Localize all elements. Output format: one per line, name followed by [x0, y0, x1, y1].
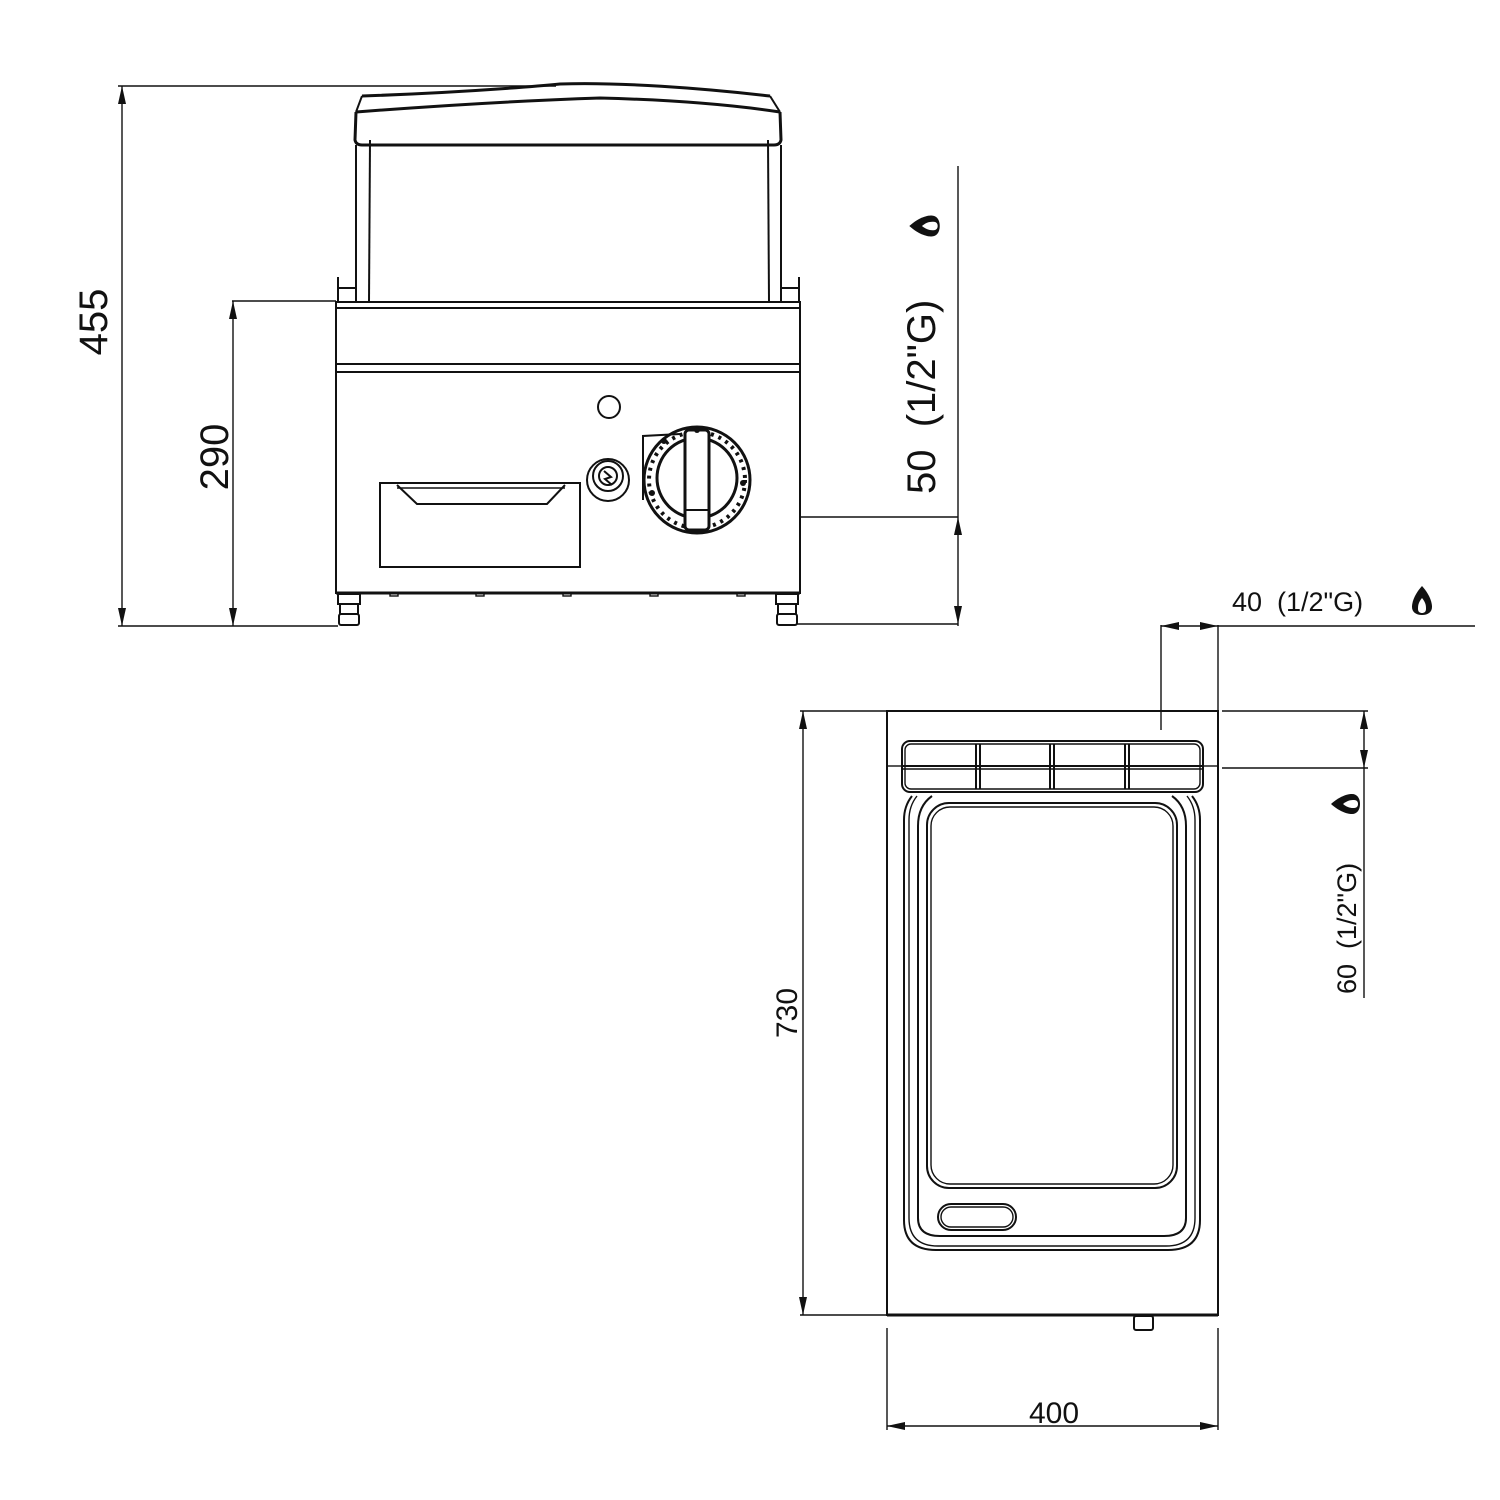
dimension-body-height: 290 [193, 300, 336, 626]
flame-icon [1331, 794, 1360, 814]
splash-guard-grid [901, 740, 1204, 793]
dimension-gas-inlet-height: 50 (1/2"G) [797, 166, 962, 626]
dimension-width: 400 [886, 1328, 1219, 1430]
griddle-plate [335, 301, 801, 373]
cooking-plate [903, 795, 1201, 1251]
dimension-gas-inlet-rear: 60 (1/2"G) [1222, 710, 1368, 998]
top-body [886, 710, 1219, 1316]
flame-icon [909, 215, 940, 237]
adjustable-foot-right [775, 593, 799, 626]
gas-connector [1133, 1315, 1154, 1331]
dimension-label-455: 455 [72, 289, 116, 356]
drain-hole [937, 1203, 1017, 1231]
gas-control-knob [642, 425, 752, 535]
piezo-igniter-button [586, 458, 630, 502]
flame-icon [1412, 586, 1432, 615]
drip-drawer [379, 482, 581, 568]
dimension-label-40-gas: 40 (1/2"G) [1232, 587, 1363, 617]
dimension-gas-inlet-side: 40 (1/2"G) [1160, 586, 1475, 730]
dimension-depth: 730 [771, 710, 887, 1316]
dimension-total-height: 455 [72, 85, 556, 627]
dimension-label-50-gas: 50 (1/2"G) [900, 300, 944, 494]
base-studs [389, 592, 746, 597]
dimension-label-60-gas: 60 (1/2"G) [1332, 863, 1362, 994]
dimension-label-730: 730 [771, 988, 804, 1038]
front-view [335, 82, 801, 626]
adjustable-foot-left [337, 593, 361, 626]
top-view [886, 710, 1219, 1331]
dimension-label-400: 400 [1029, 1397, 1079, 1430]
splash-guard [337, 82, 800, 303]
pilot-light-window [597, 395, 621, 419]
dimension-label-290: 290 [193, 424, 237, 491]
